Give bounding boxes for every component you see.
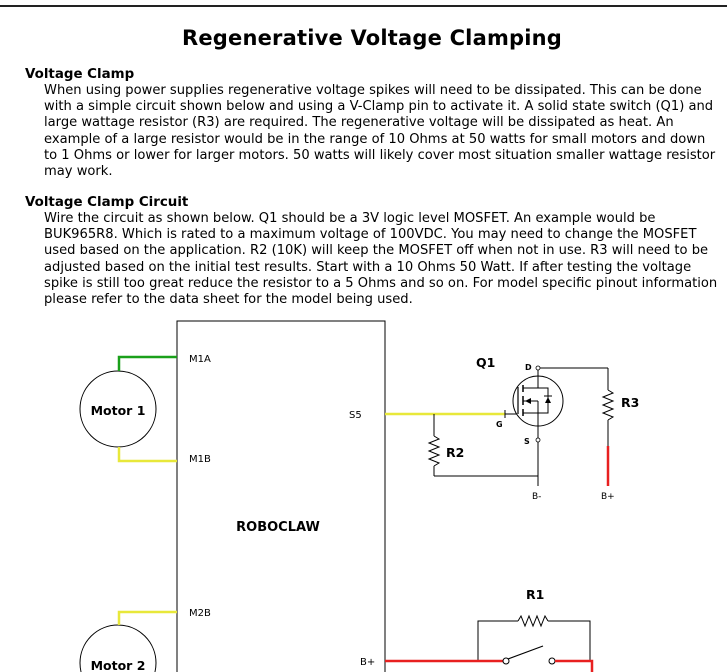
terminal-bplus-label: B+	[601, 492, 615, 502]
r3-resistor	[601, 389, 615, 421]
q1-drain-node	[535, 365, 541, 371]
section-body-voltage-clamp-circuit: Wire the circuit as shown below. Q1 shou…	[44, 211, 718, 308]
pin-m1b-label: M1B	[189, 454, 211, 465]
source-label: S	[524, 437, 530, 446]
motor2-label: Motor 2	[91, 658, 146, 672]
wire-m1b	[117, 447, 177, 463]
q1-body-diode	[545, 397, 551, 403]
switch-contact-left	[502, 657, 510, 665]
wire-switch-battery	[555, 659, 594, 672]
section-heading-voltage-clamp-circuit: Voltage Clamp Circuit	[25, 195, 189, 210]
gate-label: G	[496, 420, 503, 429]
top-rule	[0, 5, 727, 7]
r2-label: R2	[446, 445, 464, 460]
pin-s5-label: S5	[349, 410, 362, 421]
wire-r1-left	[477, 620, 518, 661]
switch-contact-right	[548, 657, 556, 665]
roboclaw-box	[176, 320, 386, 672]
section-heading-voltage-clamp: Voltage Clamp	[25, 67, 135, 82]
motor1-label: Motor 1	[91, 403, 146, 418]
section-body-voltage-clamp: When using power supplies regenerative v…	[44, 83, 716, 180]
r1-label: R1	[526, 587, 544, 602]
wire-m2b	[117, 610, 177, 625]
r3-label: R3	[621, 395, 639, 410]
r1-resistor	[517, 614, 549, 628]
switch-lever	[507, 645, 544, 660]
pin-m2b-label: M2B	[189, 608, 211, 619]
q1-source-node	[535, 437, 541, 443]
q1-arrow	[525, 398, 531, 404]
r2-resistor	[427, 435, 441, 467]
page-title: Regenerative Voltage Clamping	[181, 26, 563, 50]
roboclaw-label: ROBOCLAW	[236, 520, 320, 535]
wire-r1-right	[548, 620, 591, 661]
pin-bplus-label: B+	[360, 657, 375, 668]
drain-label: D	[525, 363, 532, 372]
wire-m1a	[117, 355, 177, 371]
q1-label: Q1	[476, 355, 495, 370]
pin-m1a-label: M1A	[189, 354, 211, 365]
terminal-bminus-label: B-	[532, 492, 541, 502]
